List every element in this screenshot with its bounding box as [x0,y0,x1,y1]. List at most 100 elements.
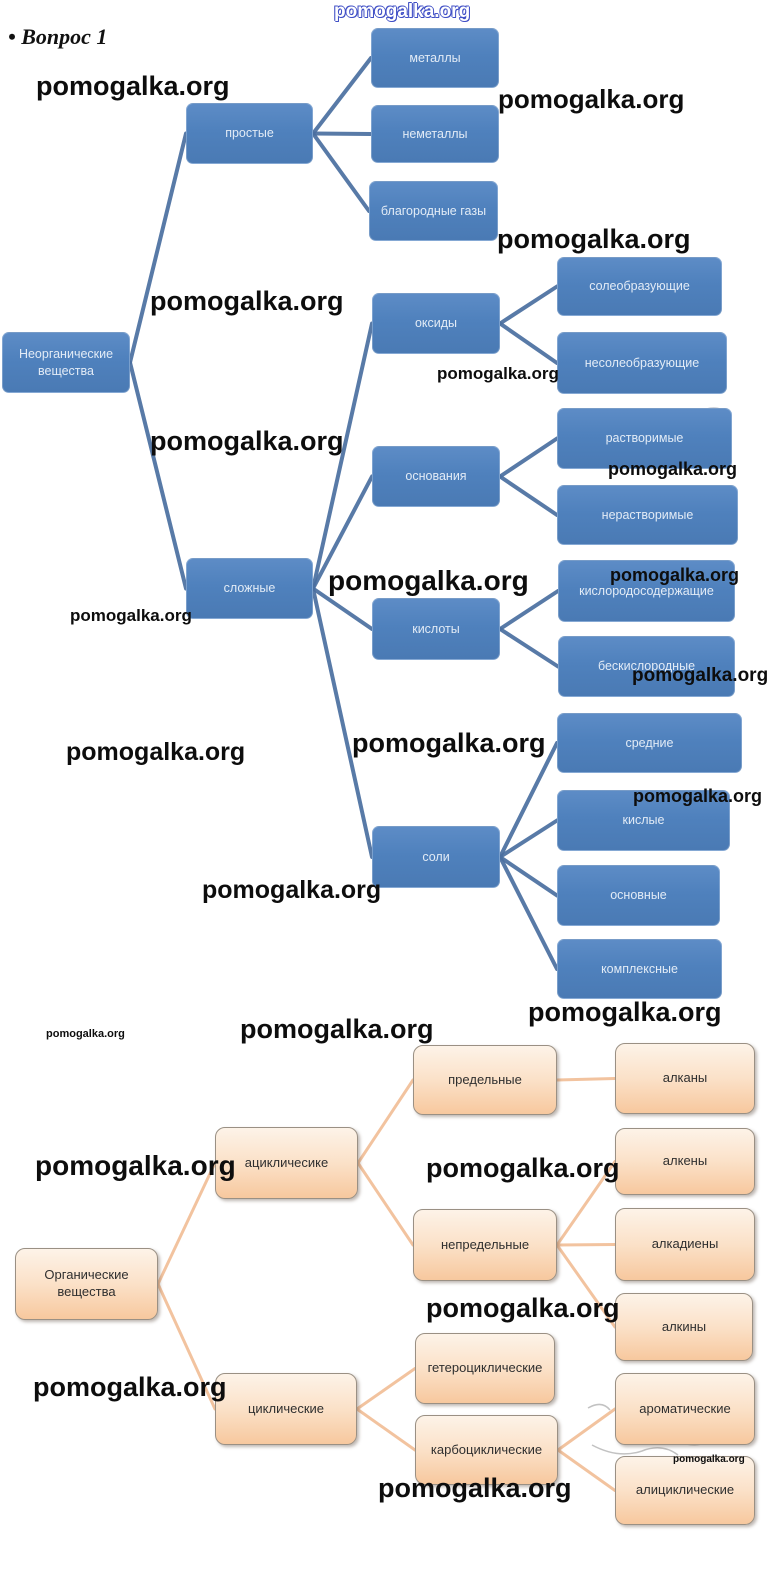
node-nemetally: неметаллы [371,105,499,163]
watermark-11: pomogalka.org [632,665,769,686]
watermark-14: pomogalka.org [633,786,763,806]
node-nesoleobr: несолеобразующие [557,332,727,394]
edge-oksidy-soleobr [498,284,559,326]
node-label-kisloty: кислоты [412,621,460,636]
node-label-alicyclic: алициклические [635,1482,735,1498]
edge-soli-kompleksnye [498,855,559,971]
watermark-2: pomogalka.org [498,84,685,114]
watermark-19: pomogalka.org [35,1150,236,1181]
node-label-geterocyclic: гетероциклические [427,1360,543,1376]
node-osnovnye: основные [557,865,720,926]
edge-soli-osnovnye [498,855,559,898]
node-label-soli: соли [422,849,450,864]
watermark-21: pomogalka.org [426,1293,620,1323]
node-label-acyclic: ацикличесике [244,1154,329,1170]
node-cyclic: циклические [215,1373,357,1445]
watermark-0: pomogalka.org [334,1,471,22]
watermark-24: pomogalka.org [673,1454,745,1465]
node-soli: соли [372,826,500,888]
node-slozhnye: сложные [186,558,313,619]
edge-nepredelnye-alkadieny [555,1243,617,1247]
node-acyclic: ацикличесике [215,1127,358,1199]
watermark-8: pomogalka.org [328,565,529,596]
edge-osnovaniya-nerastvorimye [498,474,559,517]
node-label-nemetally: неметаллы [402,126,468,141]
watermark-1: pomogalka.org [36,71,230,101]
node-label-alkeny: алкены [662,1153,708,1169]
node-osnovaniya: основания [372,446,500,507]
node-label-org: Органические вещества [44,1267,129,1299]
watermark-22: pomogalka.org [33,1372,227,1402]
node-blagorodnye: благородные газы [369,181,498,241]
edge-slozhnye-oksidy [311,321,374,591]
node-label-slozhnye: сложные [223,581,276,596]
edge-org-cyclic [156,1282,217,1411]
watermark-18: pomogalka.org [46,1028,125,1040]
node-soleobr: солеобразующие [557,257,722,316]
node-label-kompleksnye: комплексные [601,961,678,976]
node-label-blagorodnye: благородные газы [380,203,487,218]
edge-slozhnye-osnovaniya [311,474,374,591]
node-alkeny: алкены [615,1128,755,1195]
edge-karbocyclic-alicyclic [556,1448,617,1492]
watermark-5: pomogalka.org [437,364,559,383]
edge-org-acyclic [156,1161,217,1286]
node-org: Органические вещества [15,1248,158,1320]
node-alkadieny: алкадиены [615,1208,755,1281]
node-srednie: средние [557,713,742,773]
node-alicyclic: алициклические [615,1456,755,1525]
node-label-osnovaniya: основания [405,469,467,484]
node-label-nerastvorimye: нерастворимые [601,507,694,522]
watermark-20: pomogalka.org [426,1153,620,1183]
node-alkany: алканы [615,1043,755,1114]
watermark-12: pomogalka.org [352,728,546,758]
edge-oksidy-nesoleobr [498,321,559,365]
edge-neorg-prostye [128,131,188,365]
node-label-cyclic: циклические [247,1400,325,1416]
node-oksidy: оксиды [372,293,500,354]
node-label-neorg: Неорганические вещества [18,347,114,378]
watermark-16: pomogalka.org [528,997,722,1027]
node-label-metally: металлы [409,50,461,65]
node-beskislorod: бескислородные [558,636,735,697]
node-nepredelnye: непредельные [413,1209,557,1281]
watermark-7: pomogalka.org [608,459,738,479]
edge-kisloty-beskislorod [498,627,560,669]
node-kisloty: кислоты [372,598,500,660]
node-neorg: Неорганические вещества [2,332,130,393]
edge-slozhnye-soli [311,586,374,859]
edge-acyclic-nepredelnye [356,1161,415,1247]
node-label-karbocyclic: карбоциклические [430,1441,543,1457]
node-label-rastvorimye: растворимые [605,431,684,446]
edge-nepredelnye-alkeny [555,1160,617,1247]
edge-slozhnye-kisloty [311,586,374,631]
node-label-alkadieny: алкадиены [651,1236,719,1252]
edge-acyclic-predelnye [356,1078,415,1165]
node-kompleksnye: комплексные [557,939,722,999]
edge-prostye-metally [311,56,373,136]
node-kislorod: кислородосодержащие [558,560,735,622]
node-metally: металлы [371,28,499,88]
page-title: • Вопрос 1 [8,24,108,49]
watermark-23: pomogalka.org [378,1473,572,1503]
edge-prostye-blagorodnye [311,131,371,213]
node-label-alkany: алканы [662,1070,708,1086]
node-label-soleobr: солеобразующие [589,279,690,294]
edge-nepredelnye-alkiny [555,1243,617,1329]
node-alkiny: алкины [615,1293,753,1361]
watermark-17: pomogalka.org [240,1014,434,1044]
node-label-kislye: кислые [622,813,665,828]
node-karbocyclic: карбоциклические [415,1415,558,1485]
watermark-6: pomogalka.org [150,426,344,456]
node-label-beskislorod: бескислородные [597,659,696,674]
watermark-4: pomogalka.org [150,286,344,316]
node-predelnye: предельные [413,1045,557,1115]
watermark-3: pomogalka.org [497,224,691,254]
edge-soli-kislye [498,818,559,859]
node-label-nepredelnye: непредельные [440,1236,530,1252]
node-label-aromatic: ароматические [639,1400,731,1416]
node-label-osnovnye: основные [610,888,667,903]
node-geterocyclic: гетероциклические [415,1333,555,1404]
edge-predelnye-alkany [555,1077,617,1082]
